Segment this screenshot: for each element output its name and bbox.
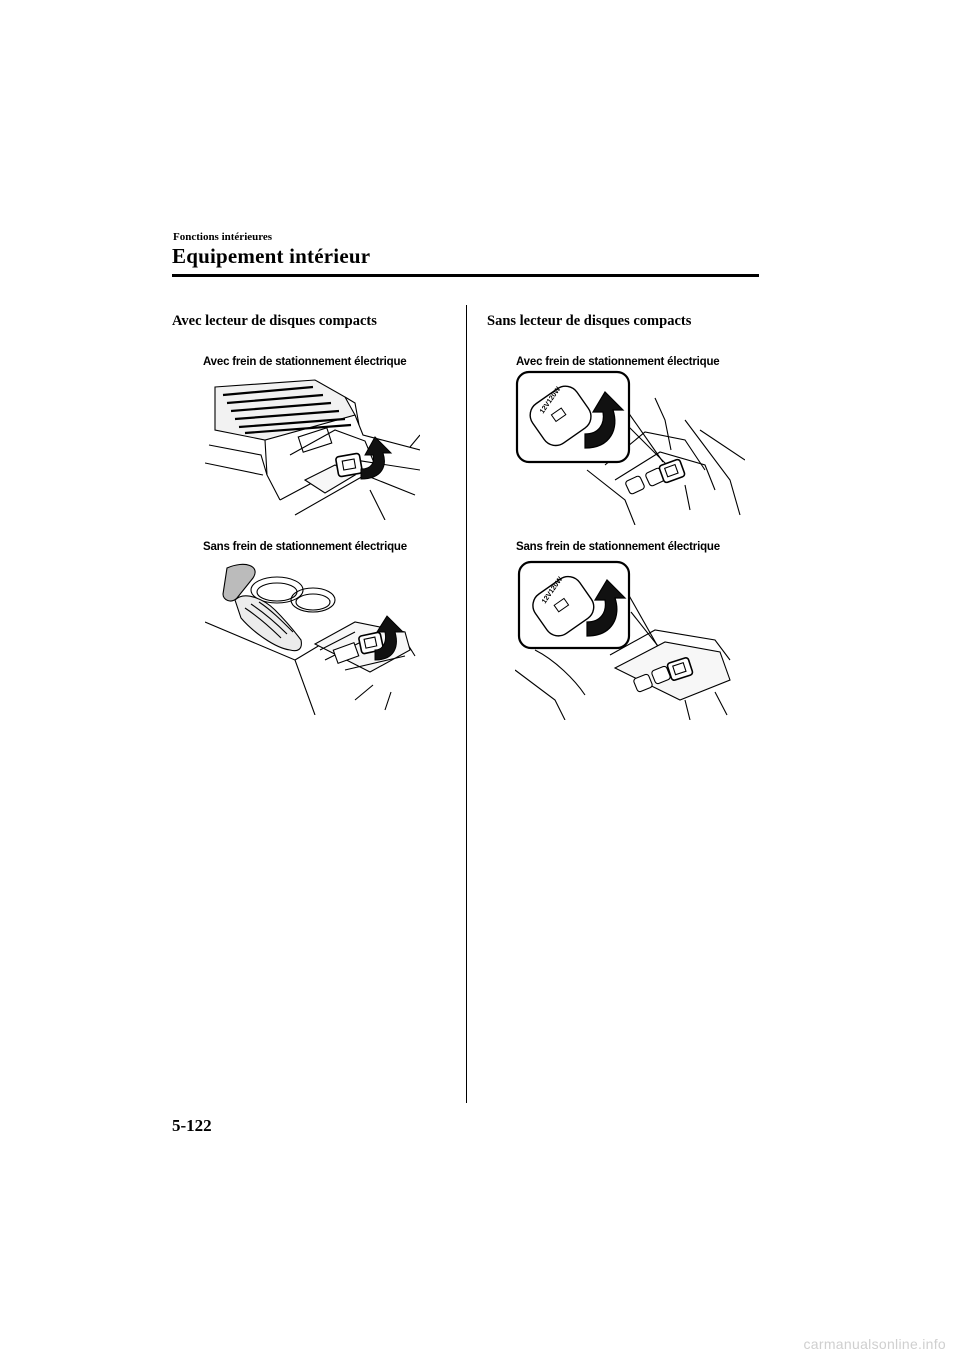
title-rule	[172, 274, 759, 277]
console-illustration-right-bottom: 12V120W	[515, 560, 731, 720]
console-illustration-left-top	[205, 379, 420, 520]
section-label: Fonctions intérieures	[173, 231, 273, 243]
left-column-heading: Avec lecteur de disques compacts	[172, 313, 377, 329]
figure-label-left-top: Avec frein de stationnement électrique	[203, 356, 407, 368]
console-illustration-left-bottom	[205, 563, 416, 715]
watermark: carmanualsonline.info	[803, 1336, 946, 1352]
console-illustration-right-top: 12V120W	[515, 370, 745, 525]
page-number: 5-122	[172, 1116, 212, 1135]
page-title: Equipement intérieur	[172, 244, 371, 268]
figure-label-right-top: Avec frein de stationnement électrique	[516, 356, 720, 368]
figure-label-left-bottom: Sans frein de stationnement électrique	[203, 541, 407, 553]
right-column-heading: Sans lecteur de disques compacts	[487, 313, 692, 329]
column-divider	[466, 305, 467, 1103]
figure-label-right-bottom: Sans frein de stationnement électrique	[516, 541, 720, 553]
